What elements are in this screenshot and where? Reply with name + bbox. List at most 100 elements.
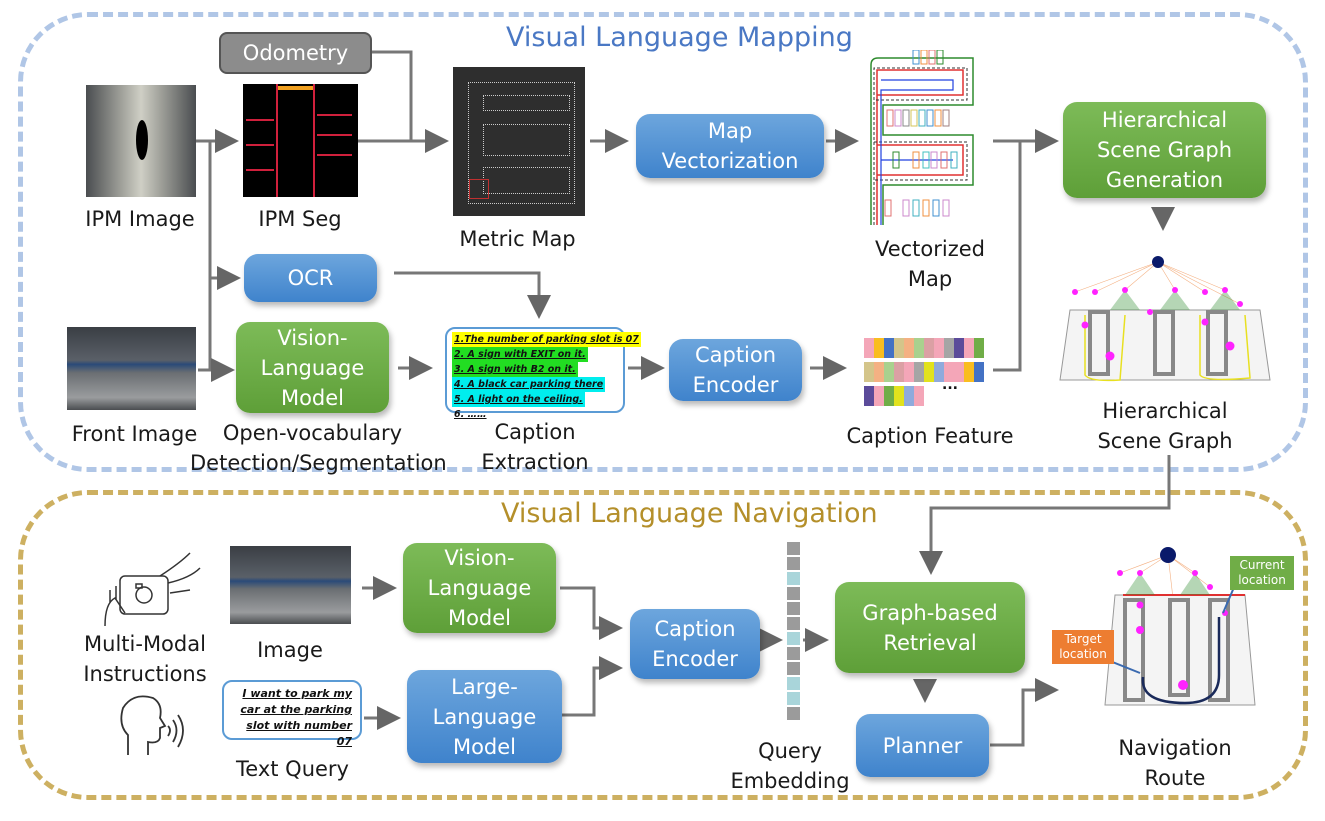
map-vectorization-label: Map Vectorization bbox=[661, 119, 799, 173]
camera-hands-icon bbox=[104, 552, 201, 627]
feature-cell bbox=[874, 386, 884, 406]
feature-cell bbox=[954, 362, 964, 382]
query-embedding-vector bbox=[787, 542, 800, 722]
caption-encoder-label-mapping: Caption Encoder bbox=[692, 343, 779, 397]
embedding-cell bbox=[787, 572, 800, 585]
embedding-cell bbox=[787, 662, 800, 675]
ocr-box: OCR bbox=[244, 254, 377, 302]
feature-cell bbox=[894, 338, 904, 358]
caption-feature-vector bbox=[864, 386, 924, 406]
caption-feature-vector bbox=[864, 362, 924, 382]
hsg-label: Hierarchical Scene Graph bbox=[1097, 399, 1233, 453]
feature-cell bbox=[884, 386, 894, 406]
feature-cell bbox=[914, 362, 924, 382]
embedding-cell bbox=[787, 602, 800, 615]
embedding-cell bbox=[787, 647, 800, 660]
speaking-head-icon bbox=[120, 695, 184, 755]
odometry-label: Odometry bbox=[242, 41, 349, 65]
feature-cell bbox=[954, 338, 964, 358]
navigation-route-label: Navigation Route bbox=[1118, 736, 1232, 790]
caption-encoder-label-navigation: Caption Encoder bbox=[652, 617, 738, 671]
feature-cell bbox=[934, 338, 944, 358]
query-embedding-label: Query Embedding bbox=[730, 739, 850, 793]
vectorized-map-image bbox=[870, 50, 974, 225]
visual-language-navigation-panel bbox=[18, 490, 1308, 800]
vlm-box-mapping: Vision-Language Model bbox=[236, 322, 389, 413]
caption-feature-label: Caption Feature bbox=[846, 424, 1014, 448]
caption-feature-vector bbox=[924, 362, 984, 382]
feature-cell bbox=[944, 362, 954, 382]
target-location-tag: Target location bbox=[1052, 630, 1114, 664]
hsg-generation-label: Hierarchical Scene Graph Generation bbox=[1096, 108, 1233, 192]
ipm-image-label: IPM Image bbox=[85, 207, 195, 231]
vlm-caption: Open-vocabulary Detection/Segmentation bbox=[190, 421, 447, 475]
front-image bbox=[67, 327, 196, 410]
feature-cell bbox=[974, 362, 984, 382]
current-location-label: Current location bbox=[1238, 558, 1286, 587]
caption-encoder-box-mapping: Caption Encoder bbox=[669, 339, 802, 401]
hierarchical-scene-graph-image bbox=[1059, 256, 1271, 382]
text-query-label: Text Query bbox=[236, 757, 349, 781]
caption-line: 6. …… bbox=[454, 409, 487, 420]
visual-language-mapping-panel bbox=[18, 12, 1308, 472]
hsg-generation-box: Hierarchical Scene Graph Generation bbox=[1063, 102, 1266, 198]
graph-retrieval-label: Graph-based Retrieval bbox=[862, 600, 998, 655]
caption-line: 5. A light on the ceiling. bbox=[452, 392, 585, 407]
feature-cell bbox=[974, 338, 984, 358]
feature-cell bbox=[894, 362, 904, 382]
feature-cell bbox=[864, 362, 874, 382]
feature-cell bbox=[914, 386, 924, 406]
caption-feature-vector bbox=[864, 338, 924, 358]
front-image-label: Front Image bbox=[71, 422, 198, 446]
feature-cell bbox=[924, 362, 934, 382]
caption-extraction-label: Caption Extraction bbox=[481, 420, 589, 474]
feature-cell bbox=[874, 362, 884, 382]
ocr-label: OCR bbox=[287, 266, 334, 290]
metric-map-image bbox=[453, 67, 585, 216]
graph-retrieval-box: Graph-based Retrieval bbox=[835, 582, 1025, 673]
vlm-label-mapping: Vision-Language Model bbox=[260, 325, 365, 410]
feature-cell bbox=[864, 338, 874, 358]
text-query-text: I want to park my car at the parking slo… bbox=[240, 687, 352, 748]
ipm-image bbox=[86, 85, 196, 197]
vlm-label-navigation: Vision-Language Model bbox=[427, 546, 532, 630]
embedding-cell bbox=[787, 557, 800, 570]
map-vectorization-box: Map Vectorization bbox=[636, 114, 824, 178]
caption-line: 2. A sign with EXIT on it. bbox=[452, 347, 588, 362]
vlm-box-navigation: Vision-Language Model bbox=[403, 543, 556, 633]
feature-cell bbox=[884, 338, 894, 358]
text-query-card: I want to park my car at the parking slo… bbox=[222, 680, 362, 748]
mapping-section-title: Visual Language Mapping bbox=[500, 22, 859, 53]
caption-feature-ellipsis: ... bbox=[942, 377, 958, 393]
vectorized-map-label: Vectorized Map bbox=[874, 237, 986, 291]
caption-encoder-box-navigation: Caption Encoder bbox=[630, 609, 760, 679]
image-label: Image bbox=[257, 638, 323, 662]
caption-line: 3. A sign with B2 on it. bbox=[452, 362, 578, 377]
embedding-cell bbox=[787, 542, 800, 555]
embedding-cell bbox=[787, 707, 800, 720]
feature-cell bbox=[934, 362, 944, 382]
feature-cell bbox=[874, 338, 884, 358]
caption-feature-vector bbox=[924, 338, 984, 358]
target-location-label: Target location bbox=[1059, 632, 1107, 661]
embedding-cell bbox=[787, 587, 800, 600]
llm-box: Large-Language Model bbox=[407, 670, 562, 763]
llm-label: Large-Language Model bbox=[432, 674, 537, 759]
embedding-cell bbox=[787, 632, 800, 645]
feature-cell bbox=[914, 338, 924, 358]
embedding-cell bbox=[787, 677, 800, 690]
odometry-box: Odometry bbox=[219, 32, 372, 74]
navigation-route-image bbox=[1095, 547, 1256, 706]
feature-cell bbox=[944, 338, 954, 358]
caption-line: 1.The number of parking slot is 07 bbox=[452, 332, 641, 347]
caption-line: 4. A black car parking there bbox=[452, 377, 606, 392]
metric-map-label: Metric Map bbox=[459, 227, 576, 251]
feature-cell bbox=[964, 362, 974, 382]
current-location-tag: Current location bbox=[1230, 556, 1294, 590]
feature-cell bbox=[904, 386, 914, 406]
feature-cell bbox=[884, 362, 894, 382]
feature-cell bbox=[924, 338, 934, 358]
feature-cell bbox=[904, 362, 914, 382]
